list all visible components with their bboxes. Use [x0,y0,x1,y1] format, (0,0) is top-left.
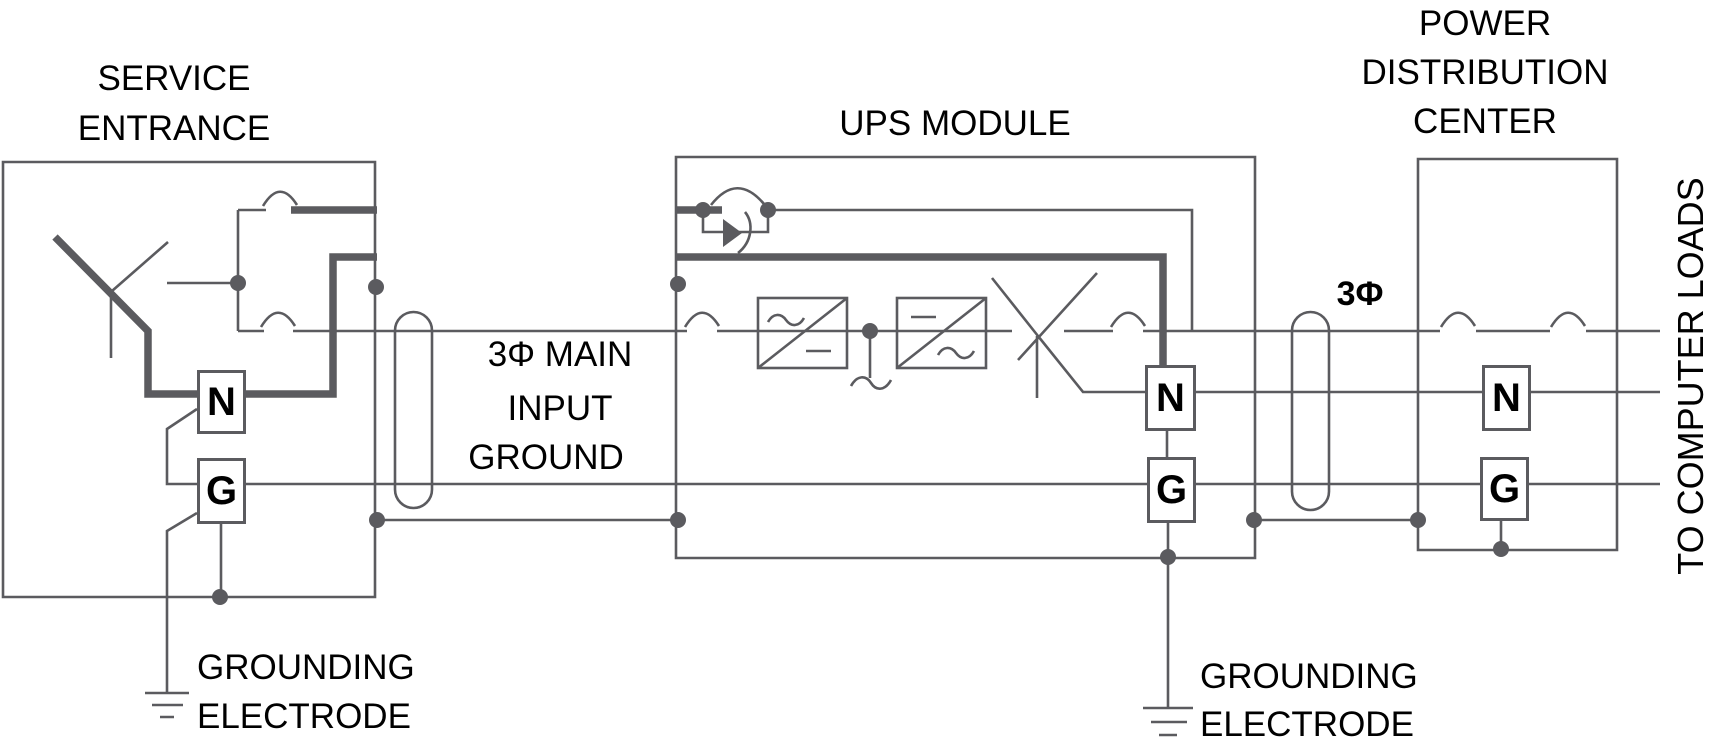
ups-output-breaker-icon [1109,311,1147,328]
service-entrance-title: SERVICE ENTRANCE [24,54,324,154]
neutral-bus-pdc: N [1482,365,1531,431]
pdc-title: POWER DISTRIBUTION CENTER [1335,0,1635,146]
neutral-bus-label: N [1492,375,1521,420]
se-transfer-switch-blade-thick [52,234,197,398]
conductors-thick [52,206,1167,398]
title-line: ENTRANCE [77,109,271,148]
conduit-left-icon [393,310,434,510]
neutral-bus-service-entrance: N [197,370,246,434]
conduit-symbols [393,310,1331,512]
to-computer-loads-label: TO COMPUTER LOADS [1670,177,1711,575]
se-breaker-lower-icon [259,311,297,328]
ups-input-breaker-icon [683,311,721,328]
ups-neutral-run [676,253,1167,365]
static-switch-diode-icon [723,219,742,247]
title-line: SERVICE [97,59,251,98]
se-inner-wiring [167,208,266,333]
se-neutral-run [240,253,377,398]
title-line: CENTER [1413,102,1557,141]
service-entrance-box [1,160,377,599]
ground-label: GROUND [468,438,624,477]
ups-transfer-switch-icon [990,272,1145,398]
label-line: GROUNDING [197,648,415,687]
label-line: ELECTRODE [1200,705,1414,744]
phase-label: 3Φ [1336,275,1384,313]
rectifier-icon [756,296,849,370]
ground-bus-pdc: G [1480,457,1529,521]
bypass-line [766,208,1194,331]
title-line: DISTRIBUTION [1361,53,1609,92]
ground-bus-service-entrance: G [197,458,246,524]
ground-bus-label: G [205,468,238,513]
se-switch-blade [109,241,169,358]
se-electrode-conductor [165,511,198,693]
pdc-breaker-2-icon [1549,311,1587,328]
grounding-electrode-left-label: GROUNDING ELECTRODE [197,643,437,741]
ground-bus-ups: G [1147,457,1196,523]
main-input-label: 3Φ MAIN INPUT [440,328,680,436]
ups-module-title: UPS MODULE [839,104,1071,143]
ground-bus-label: G [1488,466,1521,511]
neutral-bus-ups: N [1145,365,1196,431]
grounding-electrode-right-label: GROUNDING ELECTRODE [1200,653,1440,749]
static-switch-curve [737,211,752,255]
ups-bypass-breaker-icon [709,187,765,206]
label-line: 3Φ MAIN [487,335,633,374]
breaker-arcs [259,187,1587,328]
label-line: INPUT [507,389,613,428]
enclosure-outlines [1,155,1619,599]
title-line: POWER [1418,4,1552,43]
neutral-bus-label: N [207,379,236,424]
junction-dots [212,202,1509,605]
conductors-thin [109,208,1660,737]
pdc-box [1416,157,1619,552]
ground-bus-label: G [1155,467,1188,512]
grounding-electrode-right-icon [1143,706,1193,737]
ups-module-box [674,155,1257,560]
label-line: GROUNDING [1200,657,1418,696]
neutral-bus-label: N [1156,375,1185,420]
grounding-electrode-left-icon [145,691,189,719]
se-neutral-ground-jog [165,407,198,486]
inverter-icon [895,296,988,370]
conduit-right-icon [1290,310,1331,512]
se-breaker-upper-icon [261,190,299,207]
label-line: ELECTRODE [197,697,411,736]
pdc-breaker-1-icon [1439,311,1477,328]
battery-icon [849,376,893,390]
